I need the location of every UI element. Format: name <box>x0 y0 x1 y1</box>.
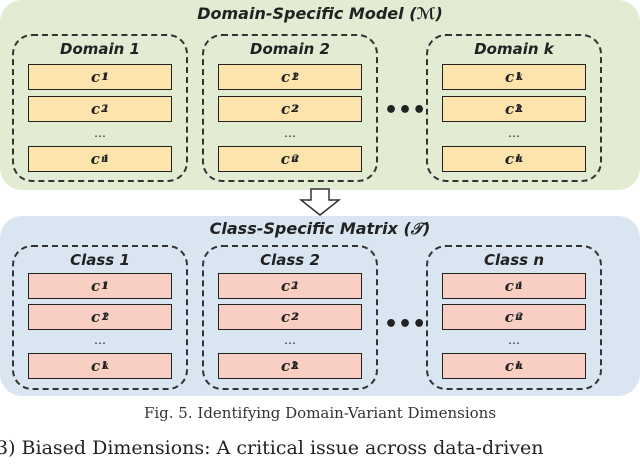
domain-2-ellipsis: … <box>284 126 296 140</box>
class-n-ellipsis: … <box>508 333 520 347</box>
domain-specific-model-title: Domain-Specific Model (ℳ) <box>197 4 443 23</box>
class-groups-ellipsis: ••• <box>384 312 427 337</box>
class-specific-matrix-title: Class-Specific Matrix (𝒯) <box>209 219 431 238</box>
figure-caption: Fig. 5. Identifying Domain-Variant Dimen… <box>143 404 497 422</box>
down-arrow-icon <box>298 188 342 216</box>
class-1-ellipsis: … <box>94 333 106 347</box>
domain-k-ellipsis: … <box>508 126 520 140</box>
domain-k-title: Domain k <box>474 40 554 58</box>
class-2-title: Class 2 <box>260 251 320 269</box>
body-text-line: 3) Biased Dimensions: A critical issue a… <box>0 437 544 459</box>
class-n-title: Class n <box>483 251 545 269</box>
domain-2-title: Domain 2 <box>250 40 330 58</box>
class-2-ellipsis: … <box>284 333 296 347</box>
domain-1-ellipsis: … <box>94 126 106 140</box>
domain-1-title: Domain 1 <box>60 40 140 58</box>
domain-groups-ellipsis: ••• <box>384 98 427 123</box>
class-1-title: Class 1 <box>70 251 130 269</box>
